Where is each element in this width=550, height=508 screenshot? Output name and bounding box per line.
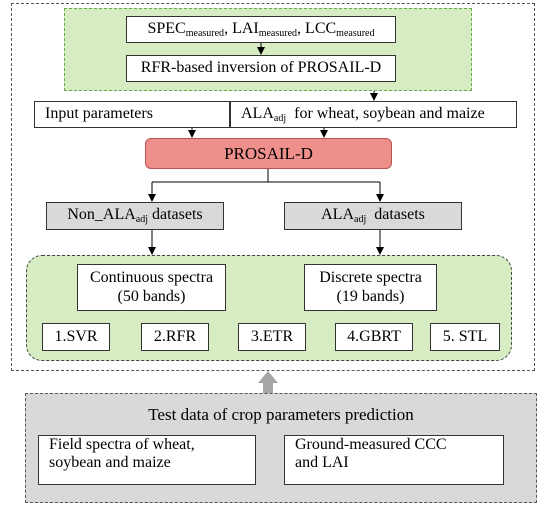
continuous-spectra-box: Continuous spectra (50 bands) xyxy=(77,264,226,311)
workflow-frame xyxy=(11,3,535,371)
input-parameters-box: Input parameters xyxy=(34,101,230,128)
model-stl-box: 5. STL xyxy=(430,323,500,351)
ala-adj-datasets-box: ALAadj datasets xyxy=(284,202,462,230)
test-data-up-arrow xyxy=(258,371,278,393)
ground-measured-box: Ground-measured CCC and LAI xyxy=(284,435,504,485)
measured-variables-box: SPECmeasured, LAImeasured, LCCmeasured xyxy=(126,16,396,43)
model-etr-box: 3.ETR xyxy=(238,323,306,351)
field-spectra-box: Field spectra of wheat, soybean and maiz… xyxy=(38,435,256,485)
discrete-spectra-box: Discrete spectra (19 bands) xyxy=(304,264,437,311)
rfr-inversion-box: RFR-based inversion of PROSAIL-D xyxy=(126,55,396,82)
lcc-measured-label: LCCmeasured xyxy=(305,19,375,39)
lai-measured-label: LAImeasured xyxy=(232,19,298,39)
model-gbrt-box: 4.GBRT xyxy=(335,323,413,351)
spec-measured-label: SPECmeasured xyxy=(147,19,225,39)
model-rfr-box: 2.RFR xyxy=(141,323,209,351)
ala-adj-crops-box: ALAadj for wheat, soybean and maize xyxy=(230,101,517,128)
model-svr-box: 1.SVR xyxy=(42,323,110,351)
non-ala-adj-datasets-box: Non_ALAadj datasets xyxy=(46,202,224,230)
test-data-title: Test data of crop parameters prediction xyxy=(148,405,414,424)
prosail-d-model-box: PROSAIL-D xyxy=(145,138,392,169)
